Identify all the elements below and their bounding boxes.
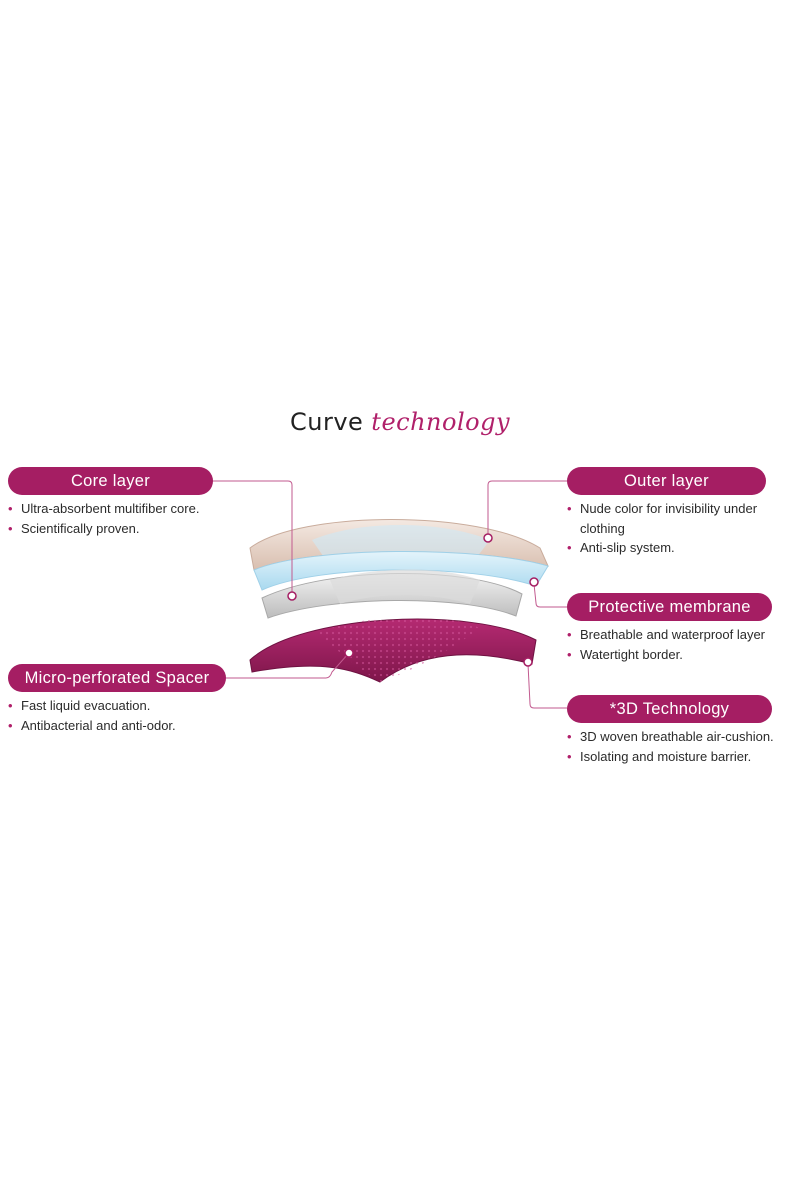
outer-leader-dot — [483, 533, 493, 543]
outer-bullet-1: Nude color for invisibility under clothi… — [567, 499, 795, 538]
core-layer-bullets: Ultra-absorbent multifiber core. Scienti… — [8, 499, 248, 538]
membrane-leader-dot — [529, 577, 539, 587]
outer-bullet-2: Anti-slip system. — [567, 538, 795, 558]
tech3d-bullet-1: 3D woven breathable air-cushion. — [567, 727, 797, 747]
spacer-shape — [249, 616, 537, 683]
protective-membrane-bullets: Breathable and waterproof layer Watertig… — [567, 625, 795, 664]
spacer-bullets: Fast liquid evacuation. Antibacterial an… — [8, 696, 248, 735]
core-bullet-1: Ultra-absorbent multifiber core. — [8, 499, 248, 519]
spacer-leader-dot — [344, 648, 354, 658]
membrane-bullet-1: Breathable and waterproof layer — [567, 625, 795, 645]
tech3d-label: *3D Technology — [567, 695, 772, 723]
spacer-bullet-1: Fast liquid evacuation. — [8, 696, 248, 716]
core-layer-label: Core layer — [8, 467, 213, 495]
title-main: Curve — [289, 408, 364, 436]
leader-lines — [212, 480, 567, 709]
spacer-bullet-2: Antibacterial and anti-odor. — [8, 716, 248, 736]
leader-dots — [287, 533, 539, 667]
protective-membrane-label: Protective membrane — [567, 593, 772, 621]
membrane-bullet-2: Watertight border. — [567, 645, 795, 665]
core-leader-dot — [287, 591, 297, 601]
tech3d-bullets: 3D woven breathable air-cushion. Isolati… — [567, 727, 797, 766]
core-layer-shape — [261, 569, 523, 619]
tech3d-bullet-2: Isolating and moisture barrier. — [567, 747, 797, 767]
protective-membrane-shape — [253, 551, 549, 591]
outer-layer-bullets: Nude color for invisibility under clothi… — [567, 499, 795, 558]
core-bullet-2: Scientifically proven. — [8, 519, 248, 539]
outer-layer-label: Outer layer — [567, 467, 766, 495]
title-accent: technology — [371, 408, 510, 436]
tech3d-leader-dot — [523, 657, 533, 667]
spacer-label: Micro-perforated Spacer — [8, 664, 226, 692]
